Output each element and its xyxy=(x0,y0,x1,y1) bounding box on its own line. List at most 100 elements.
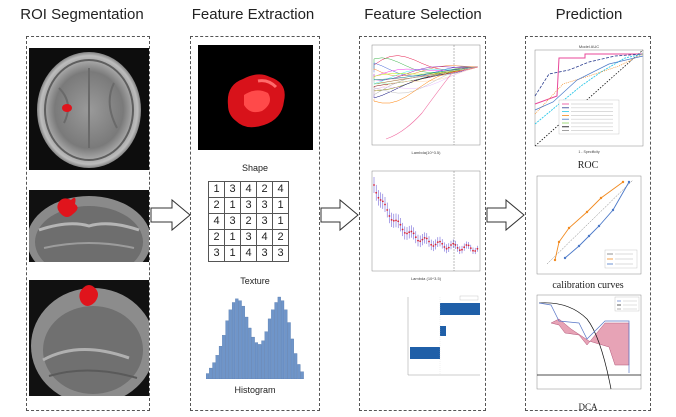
cv-point xyxy=(458,249,461,252)
cv-point xyxy=(454,244,457,246)
cv-point xyxy=(474,250,477,252)
cv-point xyxy=(421,238,424,241)
calibration-point xyxy=(585,210,589,214)
calibration-point xyxy=(611,208,615,212)
histogram-bar xyxy=(254,342,259,379)
texture-matrix-cell: 3 xyxy=(224,181,241,198)
cv-point xyxy=(375,191,378,194)
prediction-panel xyxy=(525,36,651,411)
texture-matrix-cell: 1 xyxy=(224,197,241,214)
cv-point xyxy=(439,240,441,243)
cv-point xyxy=(373,184,375,186)
cv-point xyxy=(452,242,455,245)
roc-caption: ROC xyxy=(577,160,599,171)
roi-title: ROI Segmentation xyxy=(20,6,144,23)
dca-legend xyxy=(614,296,640,312)
cv-point xyxy=(390,219,393,221)
calibration-point xyxy=(597,224,601,228)
cv-point xyxy=(379,199,382,201)
coefficient-path xyxy=(385,66,479,140)
flow-arrow-1 xyxy=(150,198,191,232)
histogram-bar xyxy=(300,371,304,379)
histogram-bar xyxy=(238,300,242,379)
histogram-bar xyxy=(235,298,239,379)
coefficient-path xyxy=(373,66,479,96)
texture-matrix-cell: 1 xyxy=(272,213,289,230)
cv-point xyxy=(419,240,422,243)
importance-bar xyxy=(410,347,440,359)
cv-point xyxy=(430,243,433,246)
texture-matrix-cell: 1 xyxy=(272,197,289,214)
cv-point xyxy=(456,247,459,249)
roi-marker xyxy=(62,104,72,112)
lasso-coefficient-plot xyxy=(371,44,481,146)
feature-extraction-title: Feature Extraction xyxy=(191,6,315,23)
roc-curve xyxy=(534,53,644,125)
cv-point xyxy=(423,237,426,239)
calibration-point xyxy=(577,244,581,248)
cv-point xyxy=(476,247,479,250)
histogram-bar xyxy=(248,327,252,379)
roc-curve xyxy=(534,53,643,105)
roc-xlabel: 1 - Specificity xyxy=(578,150,600,154)
coefficient-path xyxy=(373,66,479,99)
roc-curve xyxy=(534,53,644,97)
cv-point xyxy=(461,248,463,251)
calibration-point xyxy=(567,226,571,230)
cv-point xyxy=(445,247,448,250)
calibration-chart xyxy=(536,175,642,275)
histogram-bar xyxy=(271,309,275,379)
calibration-point xyxy=(563,256,567,260)
histogram-bar xyxy=(225,320,229,379)
histogram-bar xyxy=(267,318,272,379)
coefficient-path xyxy=(373,57,479,73)
roc-legend xyxy=(558,99,620,135)
histogram-bar xyxy=(258,344,262,379)
dca-chart xyxy=(536,294,642,390)
prediction-title: Prediction xyxy=(555,6,623,23)
texture-matrix-cell: 2 xyxy=(240,213,257,230)
cv-xlabel: Lambda (10^3.5) xyxy=(410,276,442,281)
tumor-3d-render xyxy=(198,45,313,150)
calibration-point xyxy=(627,180,631,184)
histogram-bar xyxy=(290,338,294,379)
cv-point xyxy=(384,203,386,206)
histogram-bar xyxy=(251,336,255,379)
histogram-bar xyxy=(206,373,210,379)
texture-matrix-cell: 3 xyxy=(208,245,225,262)
texture-matrix-cell: 3 xyxy=(240,229,257,246)
lasso-cv-plot xyxy=(371,170,481,272)
cv-point xyxy=(388,215,391,217)
cv-point xyxy=(425,237,428,240)
cv-point xyxy=(403,232,406,234)
coefficient-path xyxy=(373,66,479,81)
calibration-point xyxy=(557,240,561,244)
calibration-point xyxy=(599,196,603,200)
cv-point xyxy=(469,247,472,249)
importance-bar xyxy=(440,326,446,336)
lasso-xlabel: Lambda(10^3.5) xyxy=(411,150,441,155)
treat-all-curve xyxy=(538,302,612,390)
cv-point xyxy=(395,219,397,222)
histogram-bar xyxy=(228,309,232,379)
roi-marker xyxy=(79,285,98,306)
legend-swatch xyxy=(459,295,479,301)
coefficient-path xyxy=(373,66,479,104)
texture-matrix-cell: 3 xyxy=(272,245,289,262)
flow-arrow-3 xyxy=(486,198,525,232)
histogram-label: Histogram xyxy=(234,385,276,395)
cv-point xyxy=(432,245,435,247)
perfect-calibration-line xyxy=(546,179,634,265)
calibration-caption: calibration curves xyxy=(552,280,624,291)
texture-matrix-cell: 3 xyxy=(256,213,273,230)
plot-frame xyxy=(371,170,481,272)
cv-point xyxy=(406,232,408,235)
roc-curve xyxy=(534,55,644,111)
texture-matrix-cell: 1 xyxy=(224,229,241,246)
coefficient-path xyxy=(373,66,479,95)
importance-bar xyxy=(440,303,480,315)
texture-matrix-cell: 2 xyxy=(208,197,225,214)
histogram-bar xyxy=(231,302,236,379)
